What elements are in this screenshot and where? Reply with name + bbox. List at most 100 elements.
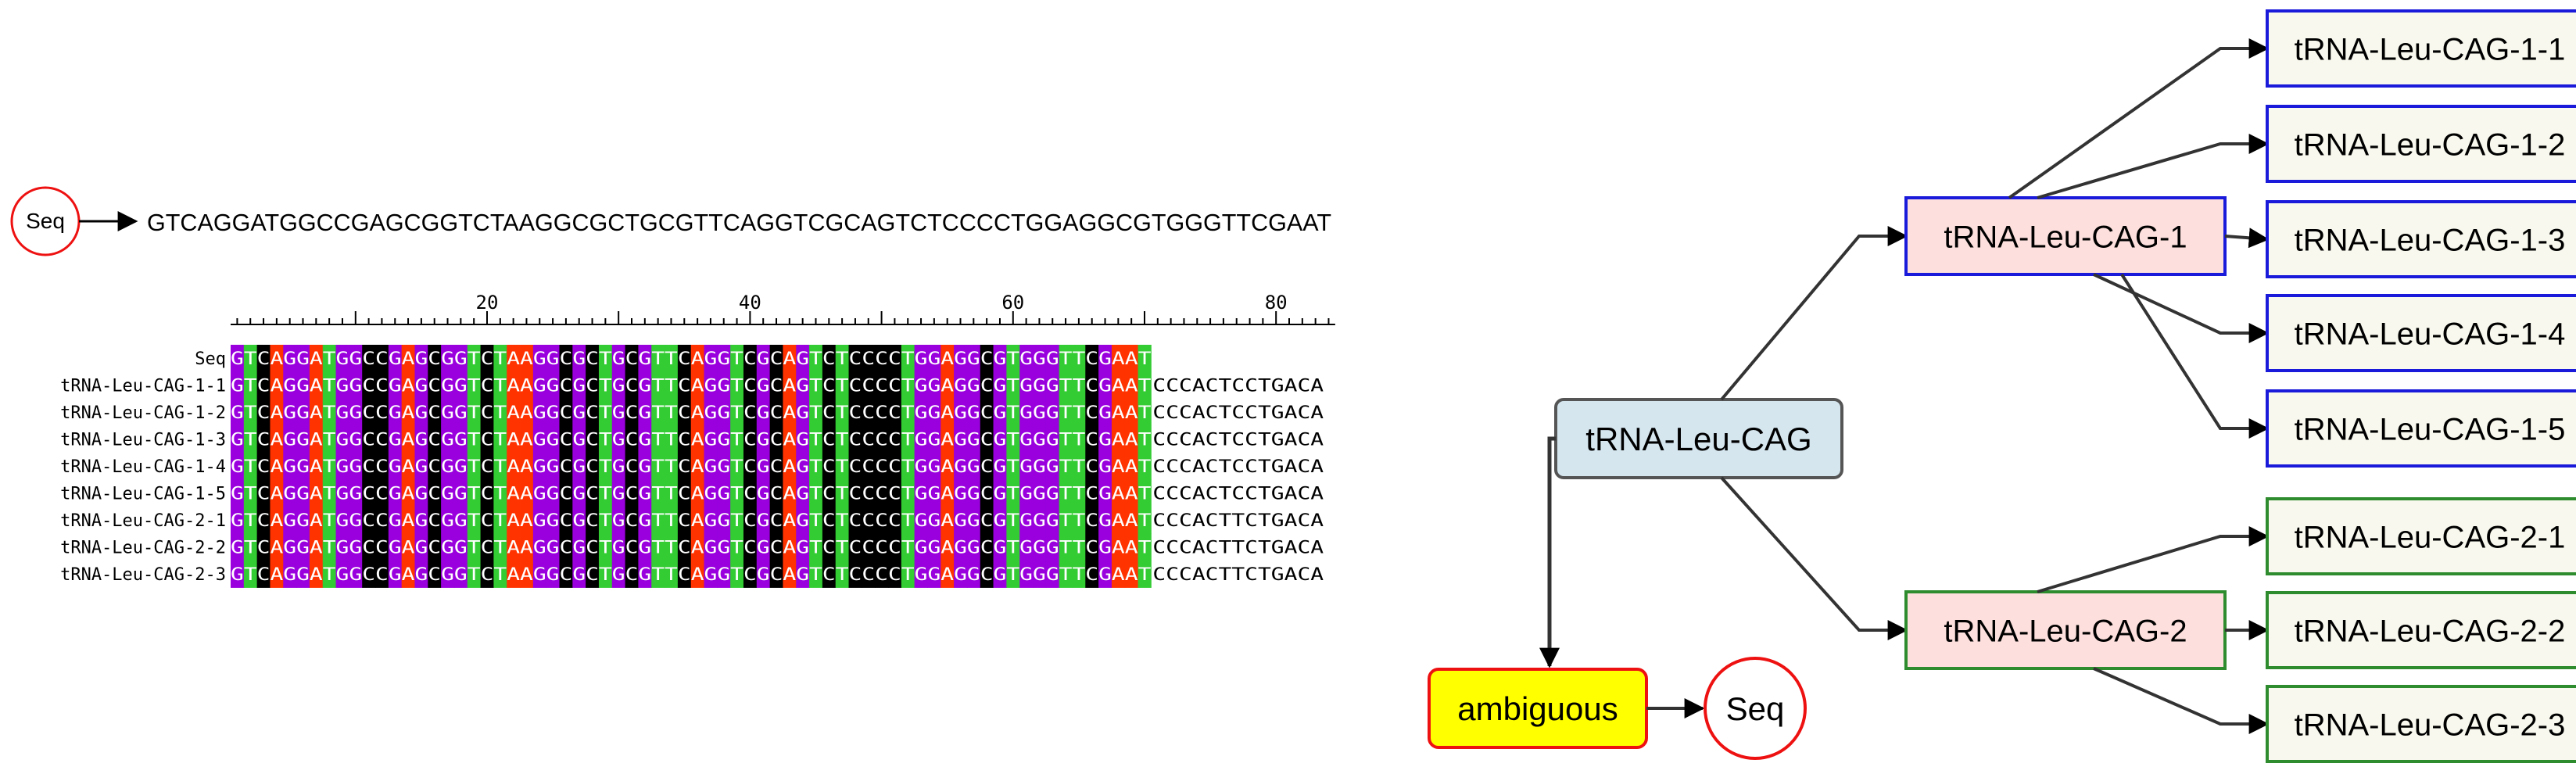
base-cell [493,479,507,507]
base-cell [1072,371,1086,400]
base-cell [414,399,428,426]
leaf-node: tRNA-Leu-CAG-2-1 [2266,497,2576,575]
base-cell [1124,425,1138,453]
base-cell [677,345,692,372]
base-cell [349,507,363,534]
base-cell [362,561,376,588]
base-cell [835,345,849,372]
base-cell [1072,425,1086,453]
base-cell [243,479,258,507]
base-cell [428,425,442,453]
base-cell [1072,561,1086,588]
base-cell [349,399,363,426]
base-cell [835,399,849,426]
base-cell [1098,371,1112,400]
base-cell [651,399,665,426]
base-cell [966,371,981,400]
base-cell [572,561,586,588]
base-cell [1111,561,1126,588]
base-cell [1072,453,1086,480]
base-cell [954,399,968,426]
base-cell [480,399,494,426]
base-cell [414,561,428,588]
base-cell [993,371,1007,400]
base-cell [809,345,823,372]
base-cell [1045,371,1060,400]
base-cell [1111,345,1126,372]
base-cell [980,479,994,507]
base-cell [1098,399,1112,426]
base-cell [349,453,363,480]
base-cell [1033,371,1047,400]
base-cell [835,453,849,480]
leaf-node-label: tRNA-Leu-CAG-2-2 [2295,614,2566,648]
base-cell [1019,345,1034,372]
base-cell [901,399,915,426]
base-cell [532,345,547,372]
base-cell [283,345,297,372]
base-cell [769,425,783,453]
base-cell [611,533,625,561]
base-cell [665,453,679,480]
base-cell [848,453,862,480]
unaligned-tail: CCCACTCCTGACA [1152,403,1324,423]
base-cell [822,507,837,534]
base-cell [822,533,837,561]
base-cell [704,425,718,453]
leaf-node-label: tRNA-Leu-CAG-2-3 [2295,708,2566,742]
base-cell [546,561,560,588]
base-cell [309,479,324,507]
base-cell [493,345,507,372]
base-cell [388,345,403,372]
base-cell [730,533,744,561]
base-cell [467,399,481,426]
base-cell [743,345,758,372]
base-cell [283,399,297,426]
base-cell [704,371,718,400]
base-cell [743,371,758,400]
base-cell [993,345,1007,372]
base-cell [769,533,783,561]
base-cell [231,425,245,453]
base-cell [914,345,928,372]
base-cell [401,533,415,561]
base-cell [256,425,270,453]
base-cell [980,371,994,400]
base-cell [1019,399,1034,426]
base-cell [414,453,428,480]
base-cell [480,425,494,453]
ruler-label: 80 [1265,292,1288,314]
base-cell [1098,507,1112,534]
base-cell [1085,533,1099,561]
base-cell [414,533,428,561]
base-cell [309,561,324,588]
base-cell [993,479,1007,507]
base-cell [414,425,428,453]
base-cell [428,371,442,400]
base-cell [954,561,968,588]
base-cell [598,371,613,400]
base-cell [375,371,389,400]
base-cell [243,533,258,561]
base-cell [822,479,837,507]
base-cell [520,371,534,400]
ruler-label: 20 [476,292,499,314]
base-cell [1033,533,1047,561]
base-cell [493,507,507,534]
base-cell [940,371,955,400]
base-cell [296,507,310,534]
base-cell [954,533,968,561]
base-cell [769,507,783,534]
base-cell [1085,479,1099,507]
base-cell [441,371,455,400]
base-cell [940,507,955,534]
base-cell [1059,425,1073,453]
base-cell [862,399,876,426]
alignment-row-name: tRNA-Leu-CAG-2-2 [60,539,226,558]
base-cell [362,345,376,372]
base-cell [586,453,600,480]
base-cell [362,507,376,534]
base-cell [1111,453,1126,480]
base-cell [796,371,810,400]
